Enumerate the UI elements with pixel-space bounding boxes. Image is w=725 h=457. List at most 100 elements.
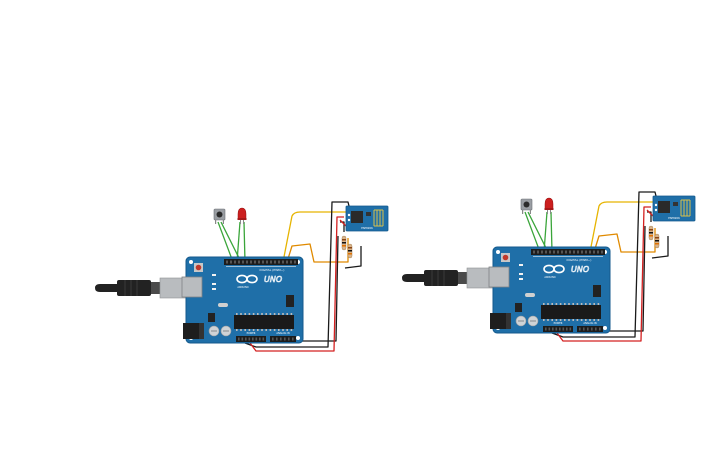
header-pin	[549, 250, 551, 254]
pushbutton-leg	[529, 210, 531, 214]
led-leg	[550, 210, 551, 214]
header-pin	[238, 337, 240, 341]
wifi-module[interactable]: ESP8266	[345, 205, 389, 232]
wire-orange-rx[interactable]	[593, 228, 656, 253]
power-header[interactable]	[236, 336, 266, 342]
wire-black-div[interactable]	[651, 236, 669, 259]
usb-cable[interactable]	[402, 267, 496, 289]
resistor-1[interactable]	[648, 225, 654, 241]
resistor-2[interactable]	[654, 233, 660, 249]
wire-black-gnd[interactable]	[551, 191, 658, 338]
wire-green-led[interactable]	[543, 211, 548, 253]
digital-header[interactable]	[224, 259, 298, 265]
pin-label-strip	[533, 256, 603, 257]
wire-green-led-2[interactable]	[243, 221, 246, 263]
wifi-module-chip	[658, 201, 670, 213]
on-led	[519, 264, 523, 266]
chip-pin	[559, 319, 562, 321]
wire-green-led-2[interactable]	[550, 211, 553, 253]
wifi-module-label: ESP8266	[361, 226, 373, 230]
pushbutton-cap[interactable]	[216, 211, 223, 218]
header-pin	[272, 337, 274, 341]
header-pin	[545, 250, 547, 254]
wire-black-gnd[interactable]	[244, 201, 351, 348]
chip-pin	[265, 329, 267, 331]
chip-pin	[248, 313, 251, 315]
usb-cable[interactable]	[95, 277, 189, 299]
usb-cable-tip[interactable]	[402, 274, 424, 282]
header-pin	[242, 260, 244, 264]
analog-label: ANALOG IN	[276, 332, 290, 335]
wire-green-button[interactable]	[217, 221, 234, 263]
wire-red-en[interactable]	[339, 219, 347, 227]
resistor-band	[649, 235, 653, 237]
led-dome[interactable]	[544, 197, 554, 210]
pushbutton[interactable]	[213, 208, 226, 224]
led-dome[interactable]	[237, 207, 247, 220]
resistor-band	[348, 250, 352, 252]
usb-plug-body[interactable]	[117, 280, 151, 296]
dc-power-jack[interactable]	[490, 313, 506, 329]
header-pin	[262, 260, 264, 264]
header-pin	[541, 250, 543, 254]
wire-red-en[interactable]	[646, 209, 654, 217]
wifi-module[interactable]: ESP8266	[652, 195, 696, 222]
analog-header[interactable]	[270, 336, 296, 342]
reset-button-cap[interactable]	[195, 264, 202, 271]
wire-red-vcc[interactable]	[556, 206, 651, 342]
resistor-band	[348, 247, 352, 249]
power-label: POWER	[554, 322, 563, 325]
header-pin	[294, 260, 296, 264]
digital-header[interactable]	[531, 249, 605, 255]
header-pin	[555, 327, 558, 331]
header-pin	[259, 337, 261, 341]
usb-b-port[interactable]	[181, 276, 203, 298]
chip-pin	[568, 319, 570, 321]
pushbutton[interactable]	[520, 198, 533, 214]
wire-green-led[interactable]	[236, 221, 241, 263]
dc-power-jack[interactable]	[183, 323, 199, 339]
header-pin	[581, 250, 583, 254]
header-pin	[569, 250, 571, 254]
header-pin	[552, 327, 554, 331]
header-pin	[583, 327, 585, 331]
analog-header[interactable]	[577, 326, 603, 332]
resistor-1[interactable]	[341, 235, 347, 251]
led-indicator[interactable]	[237, 207, 247, 224]
pushbutton-cap[interactable]	[523, 201, 530, 208]
header-pin	[230, 260, 232, 264]
chip-pin	[252, 329, 255, 331]
led-indicator[interactable]	[544, 197, 554, 214]
chip-pin	[576, 303, 579, 305]
wifi-module-flash	[366, 212, 371, 216]
wire-yellow-tx[interactable]	[282, 211, 346, 263]
wire-yellow-tx[interactable]	[589, 201, 653, 253]
atmega-chip	[234, 315, 294, 329]
wire-green-button[interactable]	[524, 211, 541, 253]
wire-orange-rx[interactable]	[286, 238, 349, 263]
usb-plug-body[interactable]	[424, 270, 458, 286]
chip-pin	[547, 303, 549, 305]
power-header[interactable]	[543, 326, 573, 332]
usb-b-port[interactable]	[488, 266, 510, 288]
resistor-band	[649, 232, 653, 234]
reset-button-cap[interactable]	[502, 254, 509, 261]
header-pin	[280, 337, 282, 341]
usb-cable-tip[interactable]	[95, 284, 117, 292]
resistor-2[interactable]	[347, 243, 353, 259]
wifi-antenna-icon	[680, 199, 691, 217]
wifi-module-pin	[347, 218, 351, 222]
wire-red-vcc[interactable]	[249, 216, 344, 352]
chip-pin	[589, 303, 591, 305]
resistor-band	[649, 229, 653, 231]
resistor-band	[342, 245, 346, 247]
header-pin	[548, 327, 551, 331]
wire-black-div[interactable]	[344, 246, 362, 269]
dc-power-jack-back	[199, 323, 204, 339]
header-pin	[569, 327, 572, 331]
